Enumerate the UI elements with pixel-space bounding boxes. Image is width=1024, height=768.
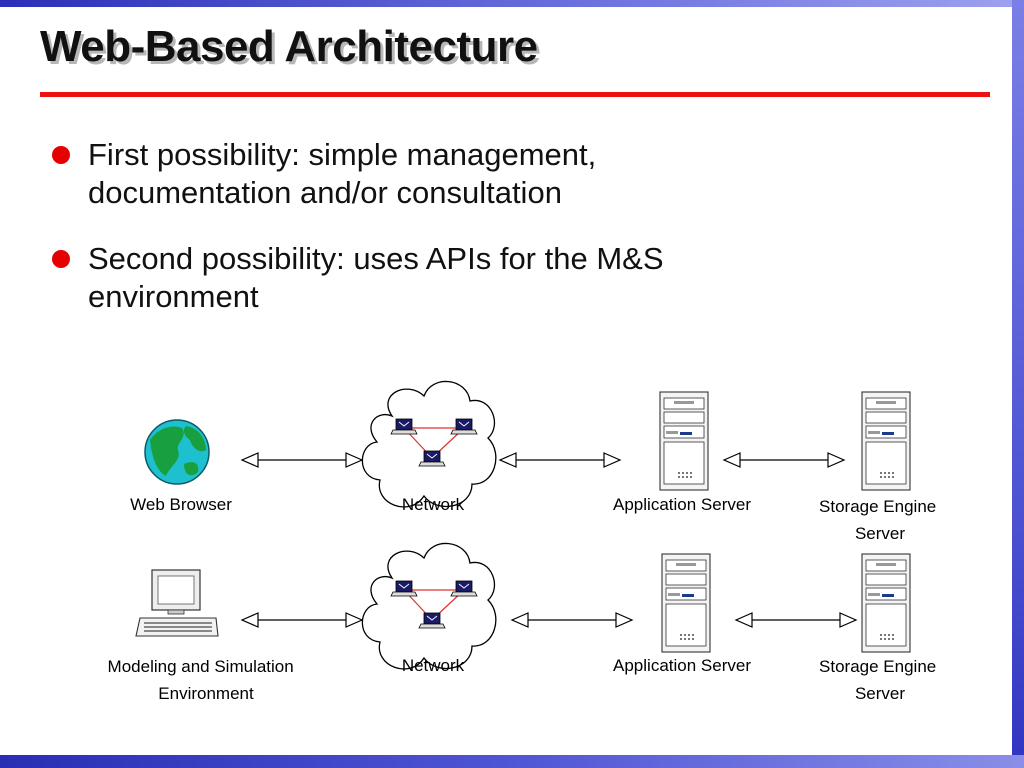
slide-title: Web-Based Architecture [40,22,538,71]
row2-storage-server-icon [861,553,911,653]
bullet-2-line-2: environment [88,279,259,314]
row2-arrow-client-network [241,612,363,628]
row2-arrow-app-storage [735,612,857,628]
row1-client-label: Web Browser [130,495,232,514]
row2-app-server-label: Application Server [613,656,751,675]
bullet-2-line-1: Second possibility: uses APIs for the M&… [88,241,664,276]
row2-network-label: Network [402,656,465,675]
globe-icon [144,419,210,485]
bullet-dot-icon [52,146,70,164]
bullet-item-2: Second possibility: uses APIs for the M&… [50,240,950,316]
row1-network-label: Network [402,495,465,514]
frame-right-bar [1012,0,1024,768]
row1-storage-server-icon [861,391,911,491]
row2-client-label: Modeling and Simulation Environment [108,657,299,703]
row1-arrow-client-network [241,452,363,468]
row1-app-server-icon [659,391,709,491]
frame-top-bar [0,0,1024,7]
row1-app-server-label: Application Server [613,495,751,514]
title-underline [40,92,990,97]
bullet-dot-icon [52,250,70,268]
row2-network-cloud-icon [362,543,495,669]
row1-arrow-network-app [499,452,621,468]
bullet-1-line-1: First possibility: simple management, [88,137,597,172]
bullet-item-1: First possibility: simple management, do… [50,136,950,212]
desktop-computer-icon [135,569,219,637]
bullet-list: First possibility: simple management, do… [50,136,950,344]
frame-bottom-bar [0,755,1024,768]
architecture-diagram: Web Browser Network Application Server S… [108,380,941,703]
row1-network-cloud-icon [362,381,495,507]
row1-arrow-app-storage [723,452,845,468]
row2-storage-label: Storage Engine Server [819,657,941,703]
row1-storage-label: Storage Engine Server [819,497,941,543]
row2-arrow-network-app [511,612,633,628]
row2-app-server-icon [661,553,711,653]
bullet-1-line-2: documentation and/or consultation [88,175,562,210]
